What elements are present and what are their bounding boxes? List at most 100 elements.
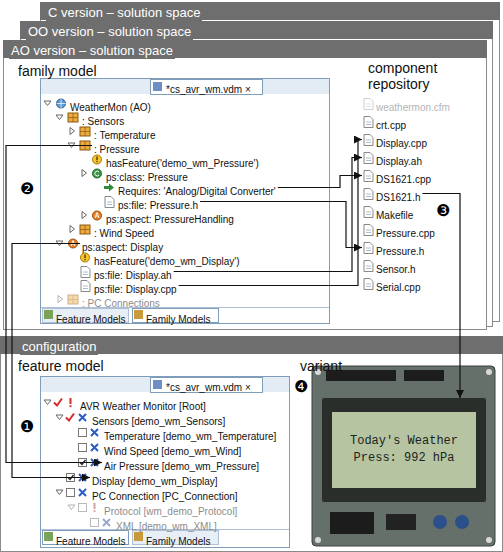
section-heading: feature model xyxy=(18,358,104,374)
checkbox xyxy=(67,489,75,497)
file-icon xyxy=(364,279,373,290)
connector xyxy=(278,176,362,188)
file-icon-lines xyxy=(366,266,371,269)
tree-icon xyxy=(93,211,102,220)
twistie xyxy=(70,226,75,233)
package-icon xyxy=(68,295,78,304)
root-feature-icon xyxy=(94,503,96,509)
text-slot: feature model xyxy=(18,357,104,375)
lcd-glass xyxy=(332,412,476,488)
requires-icon xyxy=(104,184,114,192)
file-name: Sensor.h xyxy=(376,263,415,276)
panel: WeatherMon (AO): Sensors: Temperature: P… xyxy=(3,40,487,330)
tree-icon xyxy=(104,184,114,192)
tree-icon xyxy=(68,113,78,122)
tree-label: hasFeature('demo_wm_Display') xyxy=(94,255,240,268)
aspect-icon-mark xyxy=(95,213,99,219)
twistie xyxy=(44,101,51,106)
package-icon-grid xyxy=(68,113,78,122)
tree-icon xyxy=(68,295,78,304)
tree-icon xyxy=(93,169,102,178)
text-slot: family model xyxy=(18,62,97,80)
panel-frame xyxy=(1,337,503,552)
file-name: Serial.cpp xyxy=(376,281,420,294)
file-icon-lines xyxy=(366,230,371,233)
tree-row: Temperature [demo_wm_Temperature] xyxy=(102,426,278,439)
tab-label: Family Models xyxy=(146,314,210,326)
tree-label: Air Pressure [demo_wm_Pressure] xyxy=(104,460,259,473)
lcd-screen: Today's WeatherPress: 992 hPa xyxy=(322,398,486,502)
tab-icon xyxy=(153,82,162,91)
package-icon-grid xyxy=(80,127,90,136)
file-icon xyxy=(105,197,114,208)
tab-label: Feature Models xyxy=(56,314,125,326)
panel-band xyxy=(40,2,500,20)
tab-label: *cs_avr_wm.vdm × xyxy=(166,382,251,394)
package-icon xyxy=(68,113,78,122)
lcd-text: Press: 992 hPa xyxy=(354,450,455,467)
tree-row: Air Pressure [demo_wm_Pressure] xyxy=(102,456,261,469)
feature-icon xyxy=(79,489,86,496)
tree-icon xyxy=(57,99,66,108)
file-name: Makefile xyxy=(376,209,413,222)
panel-band xyxy=(0,336,503,354)
tree-row: PC Connection [PC_Connection] xyxy=(90,486,240,499)
tree-label: WeatherMon (AO) xyxy=(70,101,151,114)
pin-header xyxy=(404,370,444,381)
root-feature-icon-dot xyxy=(94,510,96,512)
file-icon-group xyxy=(364,117,373,128)
callout-number: ❸ xyxy=(436,203,450,219)
package-icon xyxy=(80,127,90,136)
text-slot: Feature Models xyxy=(56,531,125,549)
tab-label: Family Models xyxy=(146,536,210,548)
tree-label: Protocol [wm_demo_Protocol] xyxy=(104,505,237,518)
chip xyxy=(386,514,416,530)
tree-label: ps:aspect: PressureHandling xyxy=(106,213,234,226)
root-feature-icon xyxy=(70,398,72,404)
tree-window: WeatherMon (AO): Sensors: Temperature: P… xyxy=(40,78,330,324)
tree-row: Protocol [wm_demo_Protocol] xyxy=(102,501,239,514)
file-icon xyxy=(364,99,373,110)
panel-frame xyxy=(4,41,487,330)
twistie xyxy=(82,212,87,219)
tree-window: AVR Weather Monitor [Root]Sensors [demo_… xyxy=(40,376,290,548)
file-name: Display.ah xyxy=(376,155,422,168)
tree-label: : Sensors xyxy=(82,115,124,128)
tree-label: Requires: 'Analog/Digital Converter' xyxy=(118,185,276,198)
file-icon xyxy=(364,243,373,254)
text-slot: *cs_avr_wm.vdm × xyxy=(166,79,251,97)
mount-hole xyxy=(315,537,321,543)
file-icon-lines xyxy=(366,212,371,215)
file-icon xyxy=(364,171,373,182)
tree-label: AVR Weather Monitor [Root] xyxy=(80,400,206,413)
bang-stem xyxy=(84,255,85,259)
file-icon xyxy=(364,225,373,236)
feature-condition-icon xyxy=(93,155,102,164)
file-entry: DS1621.h xyxy=(362,187,422,200)
tree-label: ps:class: Pressure xyxy=(106,171,188,184)
file-icon-group xyxy=(364,207,373,218)
selected-mark xyxy=(54,399,62,406)
text-slot: configuration xyxy=(20,337,98,355)
mount-hole xyxy=(486,369,492,375)
file-name: crt.cpp xyxy=(376,119,406,132)
file-entry: Makefile xyxy=(362,205,415,218)
tree-row: XML [demo_wm_XML] xyxy=(114,516,219,529)
callout-number: ❷ xyxy=(20,181,34,197)
chip xyxy=(330,512,374,534)
file-icon xyxy=(364,135,373,146)
text-slot: ❹ xyxy=(294,378,308,396)
file-name: Pressure.cpp xyxy=(376,227,435,240)
file-icon-lines xyxy=(366,194,371,197)
feature-icon xyxy=(91,429,98,436)
feature-icon xyxy=(91,444,98,451)
tree-label: hasFeature('demo_wm_Pressure') xyxy=(106,157,259,170)
tree-icon xyxy=(93,155,102,164)
panel-title: OO version – solution space xyxy=(26,24,193,40)
tab-label: Feature Models xyxy=(56,536,125,548)
twistie xyxy=(58,296,63,303)
panel: AVR Weather Monitor [Root]Sensors [demo_… xyxy=(0,336,503,552)
text-slot: C version – solution space xyxy=(46,3,202,21)
checkbox xyxy=(91,519,99,527)
